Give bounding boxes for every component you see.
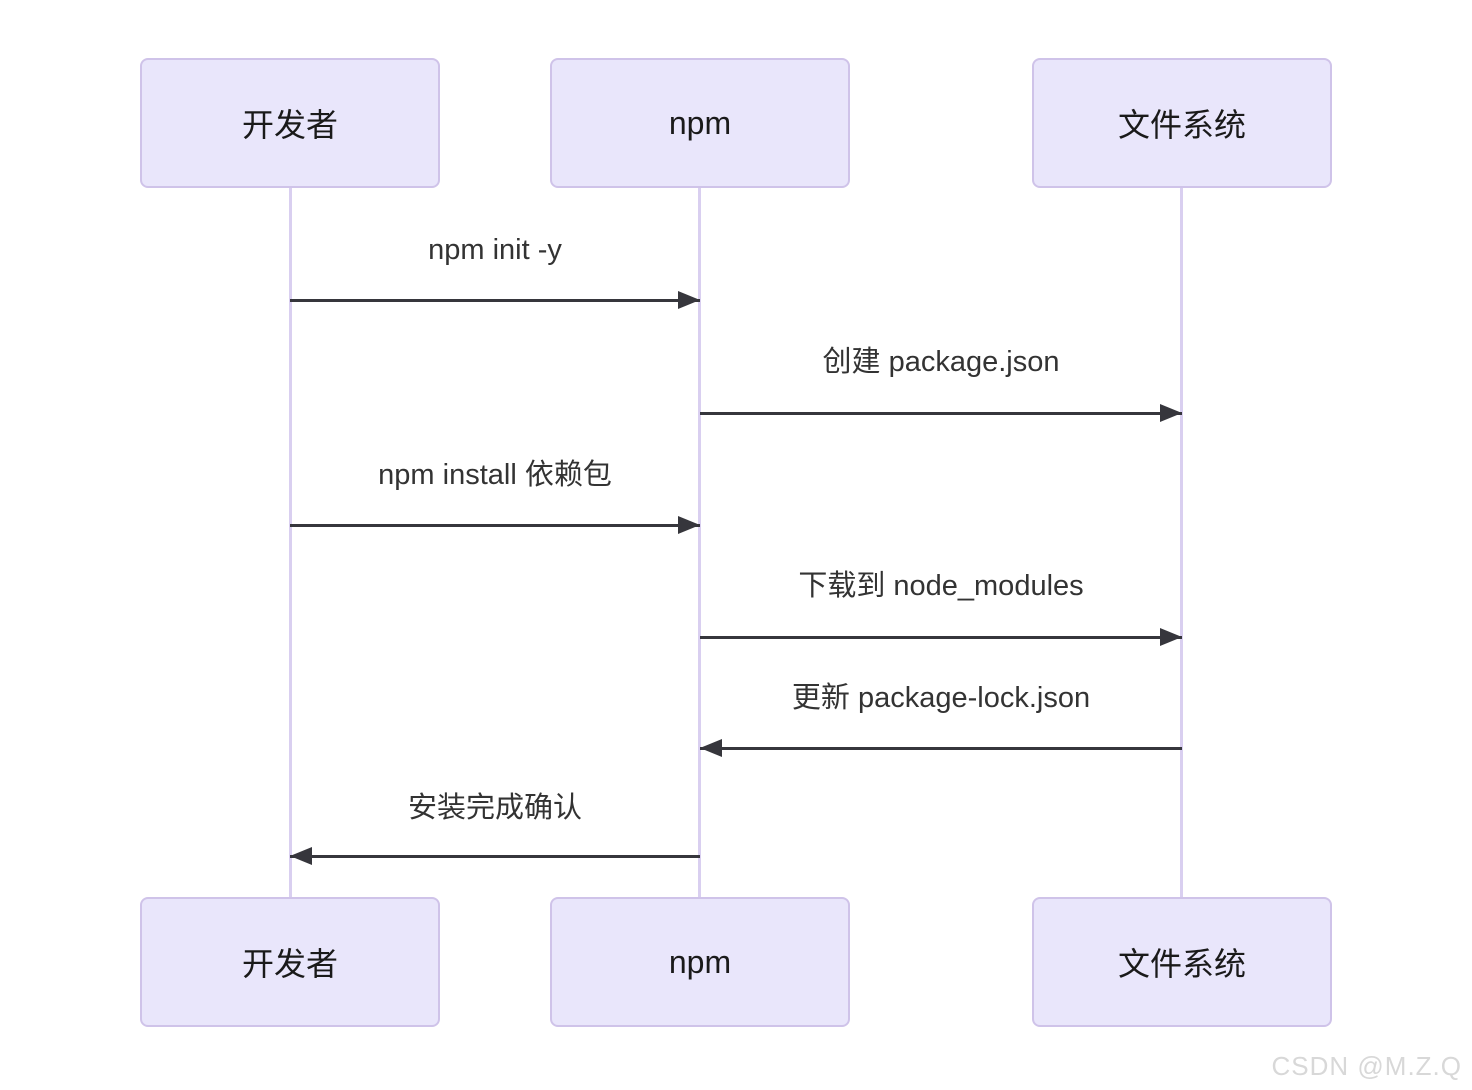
arrow-left-icon	[700, 739, 1182, 757]
actor-box-npm-top: npm	[550, 58, 850, 188]
actor-label-developer-bottom: 开发者	[241, 946, 338, 982]
arrow-right-icon	[290, 291, 700, 309]
arrow-right-icon	[290, 516, 700, 534]
actor-box-npm-bottom: npm	[550, 897, 850, 1027]
message-label-install-confirm: 安装完成确认	[407, 792, 582, 824]
csdn-watermark: CSDN @M.Z.Q	[1271, 1051, 1462, 1081]
arrow-right-icon	[700, 404, 1182, 422]
message-label-update-package-lock: 更新 package-lock.json	[791, 682, 1091, 714]
actor-box-developer-bottom: 开发者	[140, 897, 440, 1027]
lifeline-filesystem	[1180, 188, 1183, 897]
actor-box-filesystem-top: 文件系统	[1032, 58, 1332, 188]
arrow-right-icon	[700, 628, 1182, 646]
actor-label-filesystem-top: 文件系统	[1117, 107, 1246, 143]
message-label-npm-init: npm init -y	[428, 234, 562, 266]
actor-label-filesystem-bottom: 文件系统	[1117, 946, 1246, 982]
actor-label-npm-bottom: npm	[668, 943, 732, 980]
lifeline-developer	[289, 188, 292, 897]
lifeline-npm	[698, 188, 701, 897]
arrow-left-icon	[290, 847, 700, 865]
actor-box-filesystem-bottom: 文件系统	[1032, 897, 1332, 1027]
message-label-npm-install: npm install 依赖包	[378, 459, 612, 491]
message-label-download-node-modules: 下载到 node_modules	[798, 570, 1084, 602]
actor-box-developer-top: 开发者	[140, 58, 440, 188]
actor-label-npm-top: npm	[668, 104, 732, 141]
actor-label-developer-top: 开发者	[241, 107, 338, 143]
message-label-create-package-json: 创建 package.json	[822, 346, 1060, 378]
